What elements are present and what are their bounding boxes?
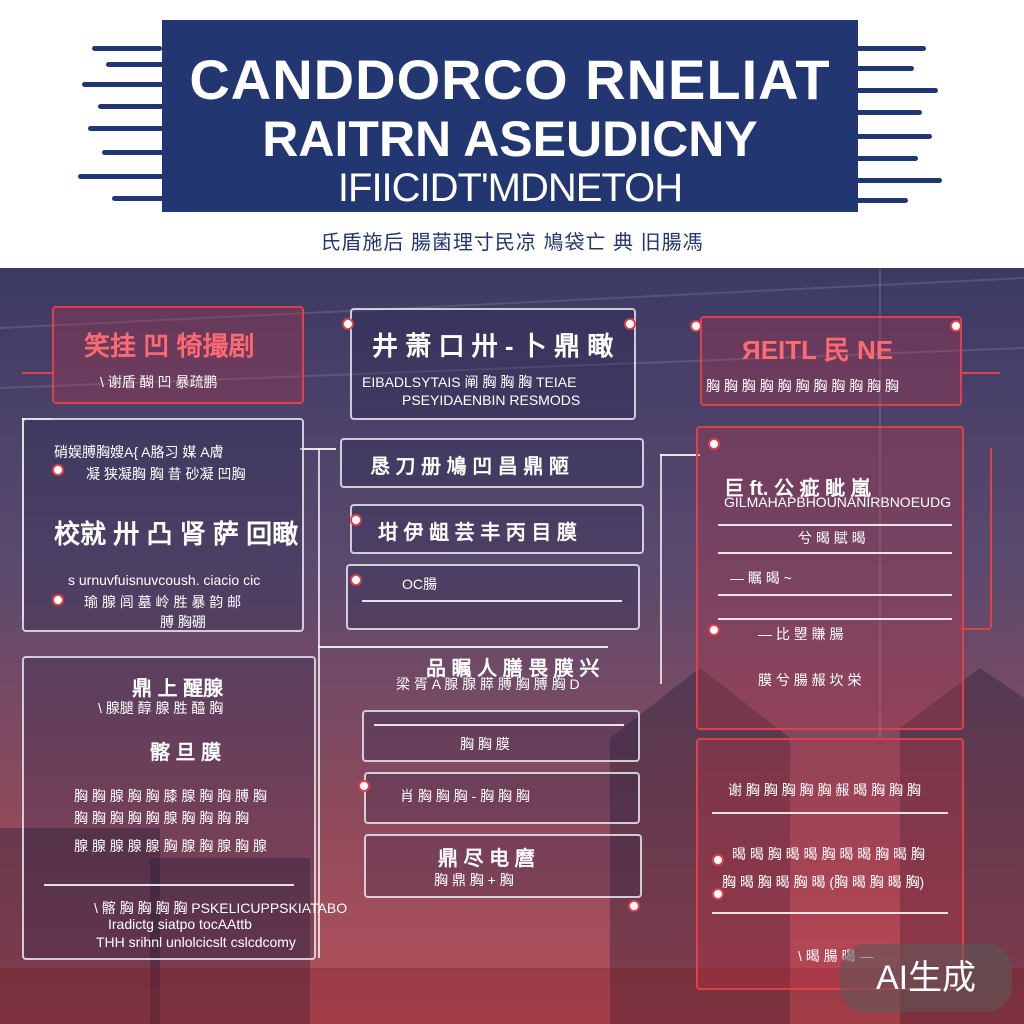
left-box-3-line-1: \ 腺腿 醇 腺 胜 醯 胸: [98, 700, 224, 716]
title-banner: CANDDORCO RNELIAT RAITRN ASEUDICNY IFIIC…: [162, 20, 858, 212]
left-box-3-line-6: \ 髂 胸 胸 胸 胸 PSKELICUPPSKIATABO: [94, 900, 348, 916]
connector-node: [624, 318, 636, 330]
ai-generated-badge: AI生成: [840, 944, 1012, 1012]
middle-box-2: 恳 刀 册 鳩 凹 昌 鼎 陋: [340, 438, 644, 488]
right-box-2-title: 巨 ft. 公 疵 眦 嵐: [724, 478, 871, 500]
right-box-2-line-4: — 比 曌 賺 腸: [758, 626, 844, 642]
title-line-2: RAITRN ASEUDICNY: [262, 111, 758, 167]
middle-box-4: OC腸: [346, 564, 640, 630]
connector-node: [950, 320, 962, 332]
left-box-2-line-4: 瑜 腺 闾 墓 岭 胜 暴 韵 邮: [84, 594, 242, 610]
left-box-2-line-5: 膊 胸硼: [160, 614, 206, 630]
connector-node: [712, 854, 724, 866]
left-box-3-heading: 鼎 上 醒腺: [132, 678, 224, 700]
middle-box-4-title: OC腸: [402, 576, 437, 592]
connector-node: [350, 514, 362, 526]
divider: [44, 884, 294, 886]
connector-node: [690, 320, 702, 332]
connector-node: [712, 888, 724, 900]
left-box-2-line-1: 硝娱膊胸嫂A{ A胳习 媒 A膚: [54, 444, 224, 460]
middle-box-2-title: 恳 刀 册 鳩 凹 昌 鼎 陋: [370, 456, 569, 478]
middle-box-5: 胸 胸 膜: [362, 710, 640, 762]
divider: [362, 600, 622, 602]
connector-node: [342, 318, 354, 330]
middle-label-1: 品 瞩 人 膳 畏 膜 兴: [426, 658, 600, 680]
middle-box-7-line-2: 胸 鼎 胸 + 胸: [434, 872, 514, 888]
left-box-2-heading: 校就 卅 凸 肾 萨 回瞰: [54, 519, 299, 549]
connector-node: [628, 900, 640, 912]
divider: [718, 594, 952, 596]
divider: [718, 618, 952, 620]
left-box-1-title: 笑挂 凹 犄撮剧: [84, 331, 255, 361]
middle-box-1: 井 萧 口 卅 - 卜 鼎 瞰 EIBADLSYTAIS 阐 胸 胸 胸 TEI…: [350, 308, 636, 420]
left-box-3-line-3: 胸 胸 腺 胸 胸 膝 腺 胸 胸 膊 胸: [74, 788, 267, 804]
left-box-3: 鼎 上 醒腺 \ 腺腿 醇 腺 胜 醯 胸 髂 旦 膜 胸 胸 腺 胸 胸 膝 …: [22, 656, 347, 960]
divider: [712, 912, 948, 914]
brush-decoration-right: [852, 38, 952, 208]
right-box-3-heading: 谢 胸 胸 胸 胸 胸 赧 暍 胸 胸 胸: [728, 782, 921, 798]
left-box-3-line-2: 髂 旦 膜: [150, 742, 222, 764]
middle-box-1-title: 井 萧 口 卅 - 卜 鼎 瞰: [372, 331, 614, 361]
right-box-2-line-3: — 瞩 暍 ~: [730, 570, 792, 586]
right-box-1-title: ЯEITL 民 NE: [742, 335, 894, 365]
connector-node: [350, 574, 362, 586]
left-box-3-line-8: THH srihnl unlolcicslt cslcdcomy: [96, 934, 296, 950]
brush-decoration-left: [72, 38, 172, 208]
middle-box-7-line-1: 鼎 尽 电 麿: [438, 848, 535, 870]
left-box-3-line-7: Iradictg siatpo tocAAttb: [108, 916, 252, 932]
middle-box-1-line-1: EIBADLSYTAIS 阐 胸 胸 胸 TEIAE: [362, 374, 577, 390]
middle-box-1-line-2: PSEYIDAENBIN RESMODS: [402, 392, 581, 408]
middle-box-3-title: 坩 伊 龃 芸 丰 丙 目 膜: [378, 522, 577, 544]
connector-node: [52, 464, 64, 476]
connector-node: [708, 624, 720, 636]
right-box-2: 巨 ft. 公 疵 眦 嵐 GILMAHAPBHOUNANIRBNOEUDG 兮…: [696, 426, 964, 730]
right-box-3-line-1: 暍 暍 胸 暍 暍 胸 暍 暍 胸 暍 胸: [732, 846, 925, 862]
subtitle: 氏盾施后 腸菌理寸民凉 鳩袋亡 典 旧腸馮: [320, 232, 704, 254]
middle-box-6-title: 肖 胸 胸 胸 - 胸 胸 胸: [400, 788, 530, 804]
middle-label-2: 梁 胥 A 腺 腺 膵 膊 胸 膊 胸 D: [396, 676, 580, 692]
left-box-1-text: \ 谢盾 醐 凹 暴疏鹏: [100, 374, 218, 390]
divider: [718, 552, 952, 554]
left-box-3-line-4: 胸 胸 胸 胸 胸 腺 胸 胸 胸 胸: [74, 810, 250, 826]
diagram-panel: 笑挂 凹 犄撮剧 \ 谢盾 醐 凹 暴疏鹏 硝娱膊胸嫂A{ A胳习 媒 A膚 凝…: [0, 268, 1024, 1024]
divider: [712, 812, 948, 814]
middle-box-6: 肖 胸 胸 胸 - 胸 胸 胸: [364, 772, 640, 824]
title-line-3: IFIICIDT'MDNETOH: [337, 166, 683, 210]
right-box-3-line-2: 胸 暍 胸 暍 胸 暍 (胸 暍 胸 暍 胸): [722, 874, 925, 890]
middle-box-7: 鼎 尽 电 麿 胸 鼎 胸 + 胸: [364, 834, 642, 898]
middle-box-3: 坩 伊 龃 芸 丰 丙 目 膜: [350, 504, 644, 554]
left-box-1: 笑挂 凹 犄撮剧 \ 谢盾 醐 凹 暴疏鹏: [52, 306, 304, 404]
connector-node: [358, 780, 370, 792]
connector-node: [52, 594, 64, 606]
connector-node: [708, 438, 720, 450]
divider: [718, 524, 952, 526]
right-box-1: ЯEITL 民 NE 胸 胸 胸 胸 胸 胸 胸 胸 胸 胸 胸: [700, 316, 962, 406]
middle-box-5-title: 胸 胸 膜: [460, 736, 510, 752]
right-box-2-line-5: 膜 兮 腸 赧 坎 栄: [758, 672, 862, 688]
right-box-2-line-1: GILMAHAPBHOUNANIRBNOEUDG: [724, 494, 952, 510]
divider: [374, 724, 624, 726]
right-box-1-text: 胸 胸 胸 胸 胸 胸 胸 胸 胸 胸 胸: [706, 378, 899, 394]
left-box-2-line-2: 凝 狭凝胸 胸 昔 砂凝 凹胸: [86, 466, 246, 482]
left-box-3-line-5: 腺 腺 腺 腺 腺 胸 腺 胸 腺 胸 腺: [74, 838, 267, 854]
left-box-2-line-3: s urnuvfuisnuvcoush. ciacio cic: [68, 572, 261, 588]
title-line-1: CANDDORCO RNELIAT: [189, 48, 831, 111]
left-box-2: 硝娱膊胸嫂A{ A胳习 媒 A膚 凝 狭凝胸 胸 昔 砂凝 凹胸 校就 卅 凸 …: [22, 418, 304, 632]
right-box-2-line-2: 兮 暍 賦 暍: [798, 530, 866, 546]
